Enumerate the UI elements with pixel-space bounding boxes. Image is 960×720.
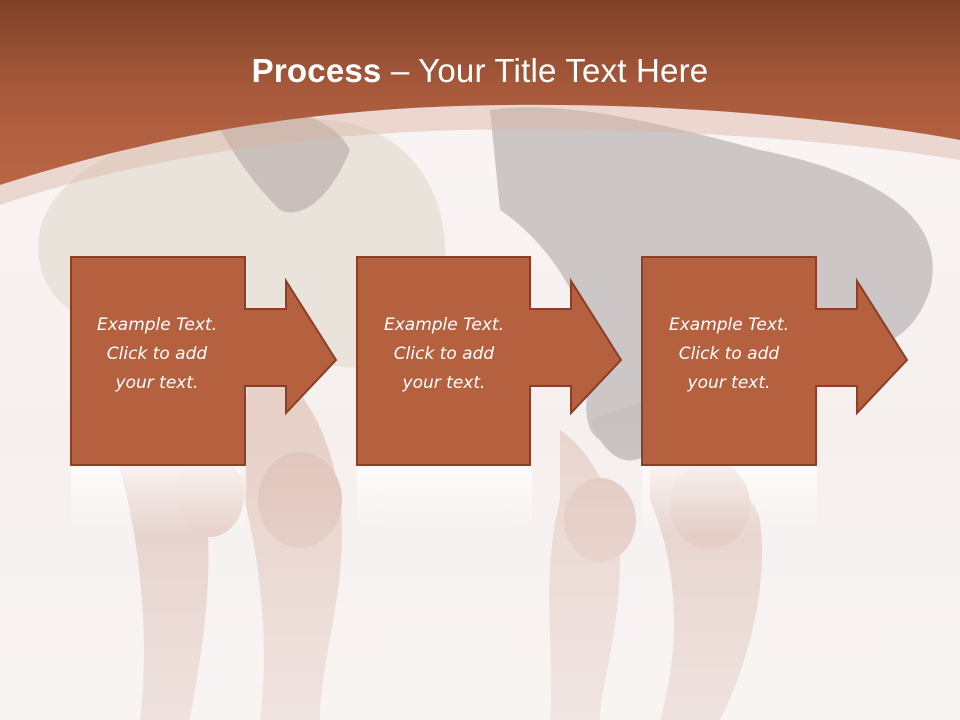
- step-3-text[interactable]: Example Text. Click to add your text.: [668, 315, 790, 393]
- title-rest: – Your Title Text Here: [381, 52, 709, 89]
- process-step-2[interactable]: [356, 256, 623, 536]
- step-1-text[interactable]: Example Text. Click to add your text.: [96, 315, 218, 393]
- process-step-1[interactable]: [70, 256, 338, 536]
- step-2-text[interactable]: Example Text. Click to add your text.: [383, 315, 505, 393]
- header-band: [0, 0, 960, 205]
- title-bold: Process: [251, 52, 382, 89]
- slide-title[interactable]: Process – Your Title Text Here: [0, 52, 960, 90]
- process-step-3[interactable]: [641, 256, 909, 536]
